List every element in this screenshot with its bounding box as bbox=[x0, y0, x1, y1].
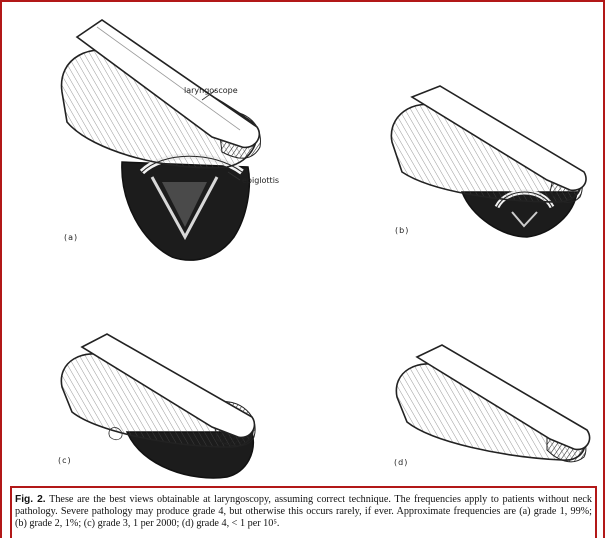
panel-c-drawing bbox=[61, 334, 255, 478]
panel-label-a: (a) bbox=[64, 233, 78, 242]
epiglottis-label: epiglottis bbox=[242, 176, 279, 185]
laryngoscopy-figure bbox=[2, 2, 603, 482]
panel-b-drawing bbox=[391, 86, 586, 237]
panel-d-drawing bbox=[396, 345, 589, 462]
caption-text: These are the best views obtainable at l… bbox=[15, 494, 592, 529]
caption-lead: Fig. 2. bbox=[15, 494, 46, 505]
figure-caption: Fig. 2. These are the best views obtaina… bbox=[10, 486, 597, 538]
panel-a-drawing bbox=[62, 20, 261, 260]
panel-label-c: (c) bbox=[58, 456, 72, 465]
panel-label-b: (b) bbox=[395, 226, 409, 235]
laryngoscope-label: laryngoscope bbox=[184, 86, 238, 95]
panel-label-d: (d) bbox=[394, 458, 408, 467]
